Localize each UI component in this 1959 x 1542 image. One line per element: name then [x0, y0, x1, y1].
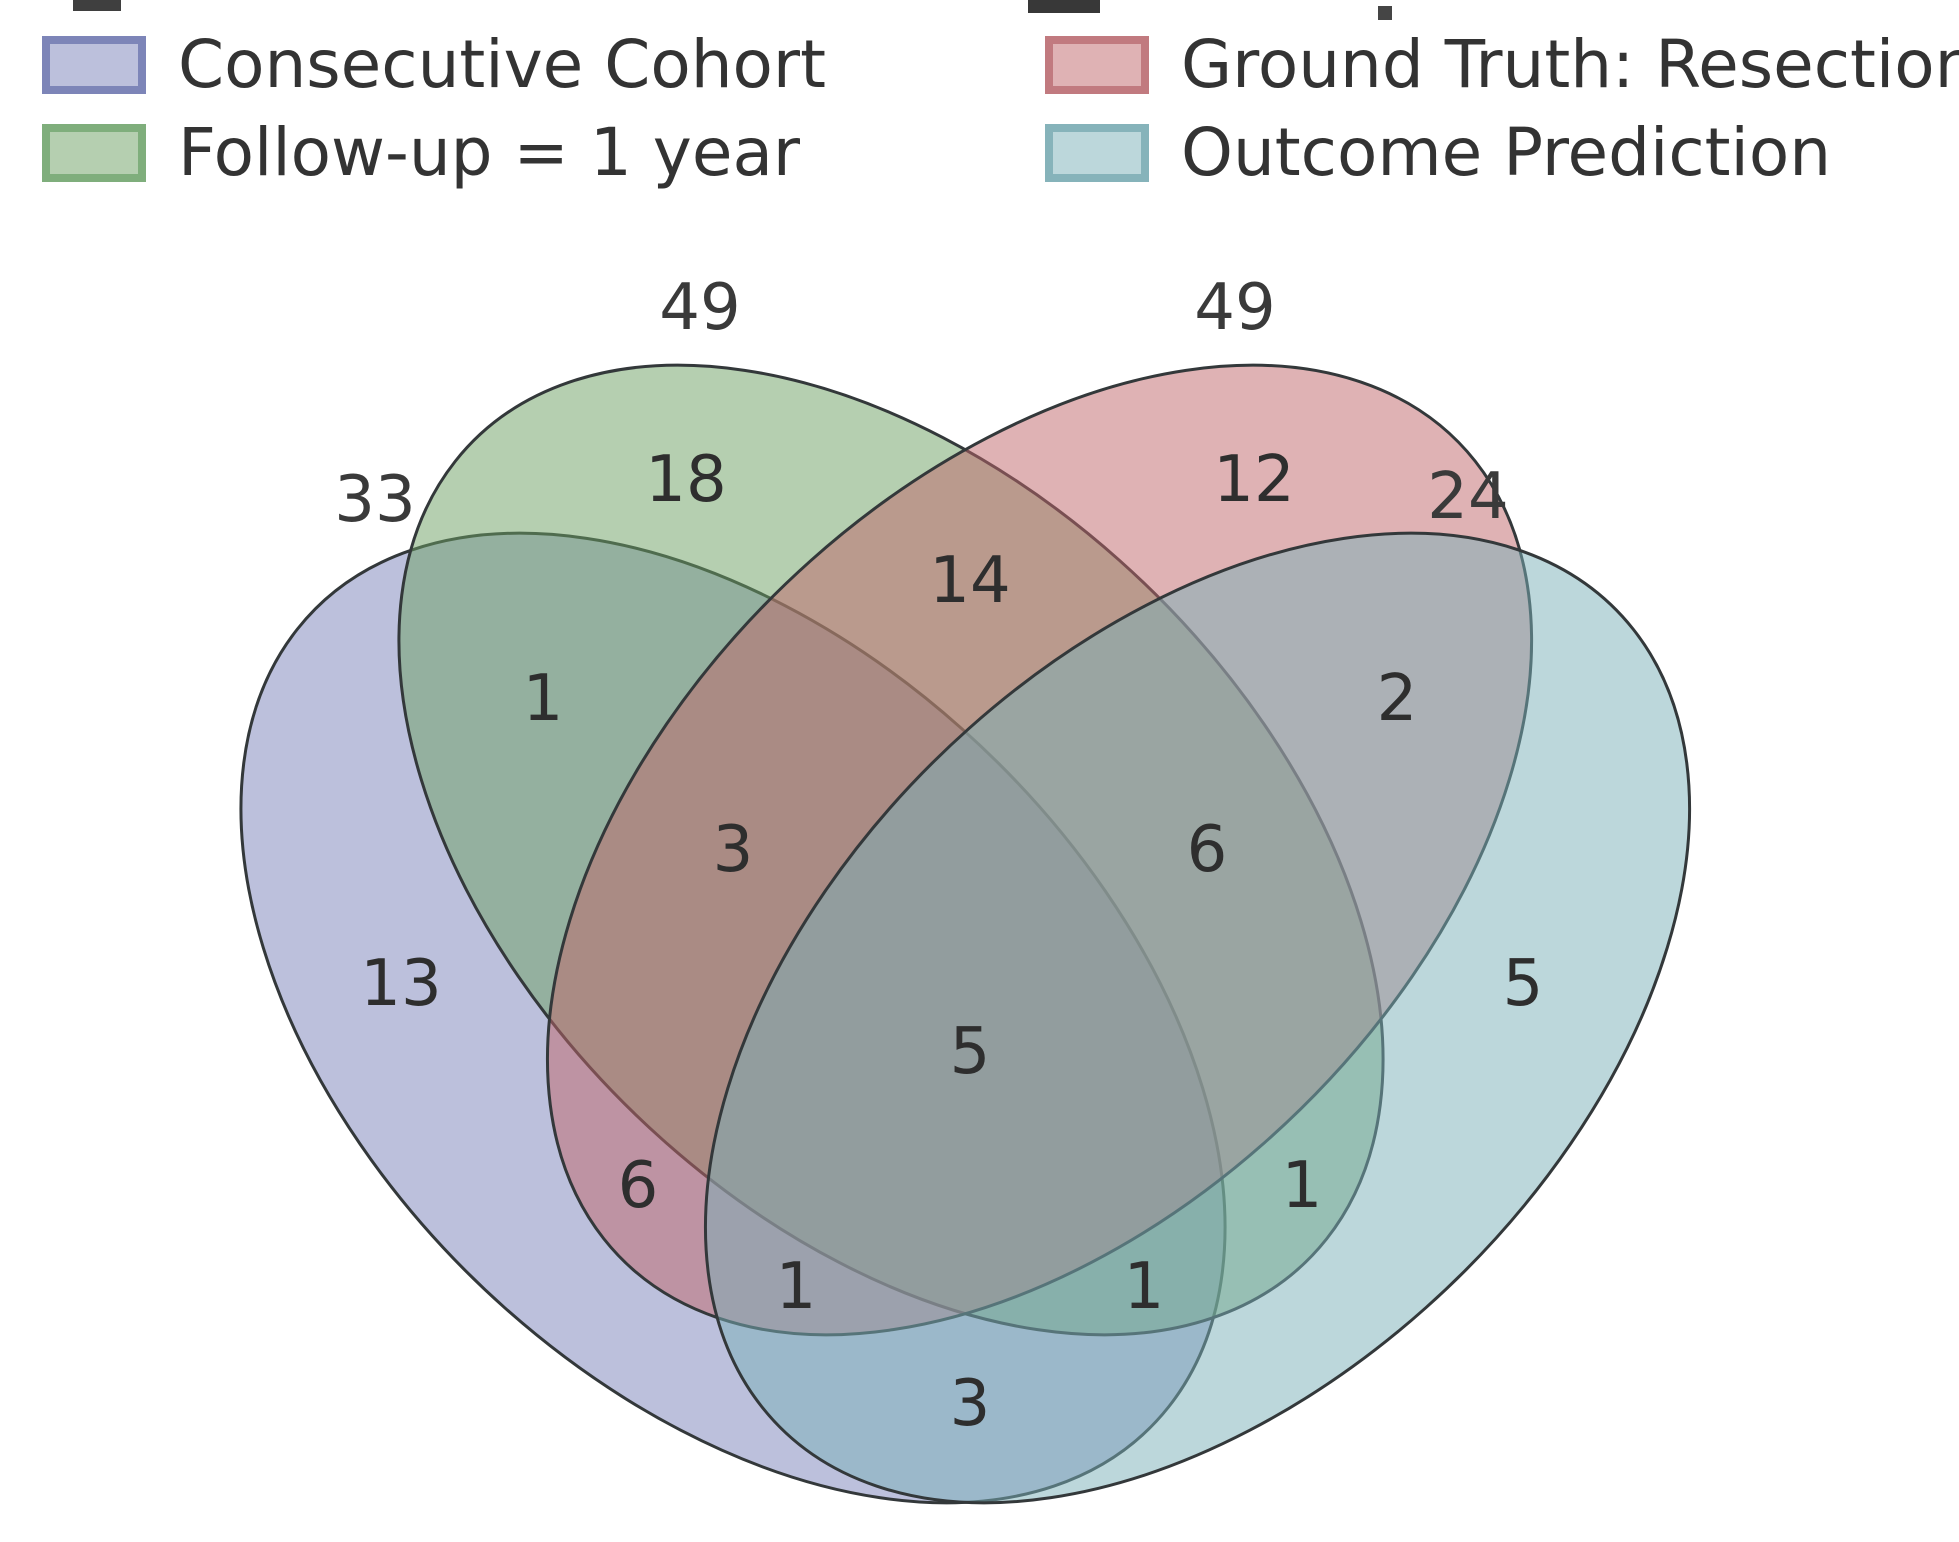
- legend-swatch-green: [42, 124, 146, 182]
- region-count-AB: 1: [523, 662, 564, 736]
- set-total-outcome-prediction: 24: [1427, 460, 1508, 534]
- set-total-follow-up: 49: [659, 271, 740, 345]
- region-count-AC: 6: [618, 1149, 659, 1223]
- legend-label: Consecutive Cohort: [178, 26, 826, 103]
- ellipse-outcome-prediction: [533, 340, 1861, 1542]
- region-count-BC: 14: [929, 544, 1010, 618]
- region-count-ABC: 3: [713, 813, 754, 887]
- region-count-AD: 3: [950, 1367, 991, 1441]
- crop-artifact: [1028, 0, 1100, 13]
- crop-artifact: [1378, 6, 1392, 20]
- legend-swatch-red: [1045, 36, 1149, 94]
- region-count-ABCD: 5: [950, 1015, 991, 1089]
- venn-ellipses: [69, 172, 1862, 1542]
- region-count-B: 18: [645, 443, 726, 517]
- legend-swatch-blue: [42, 36, 146, 94]
- legend-item-outcome-prediction: Outcome Prediction: [1045, 120, 1831, 186]
- legend-label: Outcome Prediction: [1181, 114, 1832, 191]
- set-total-ground-truth-resection: 49: [1194, 271, 1275, 345]
- region-count-ACD: 1: [776, 1250, 817, 1324]
- legend-item-consecutive-cohort: Consecutive Cohort: [42, 32, 826, 98]
- set-total-consecutive-cohort: 33: [334, 463, 415, 537]
- region-count-BCD: 6: [1187, 813, 1228, 887]
- legend-swatch-teal: [1045, 124, 1149, 182]
- legend-item-follow-up: Follow-up = 1 year: [42, 120, 800, 186]
- crop-artifact: [73, 0, 121, 11]
- region-count-A: 13: [360, 947, 441, 1021]
- legend-label: Ground Truth: Resection: [1181, 26, 1959, 103]
- region-count-ABD: 1: [1124, 1250, 1165, 1324]
- region-count-BD: 1: [1282, 1149, 1323, 1223]
- legend-label: Follow-up = 1 year: [178, 114, 801, 191]
- legend-item-ground-truth-resection: Ground Truth: Resection: [1045, 32, 1959, 98]
- region-count-C: 12: [1213, 443, 1294, 517]
- region-count-D: 5: [1503, 947, 1544, 1021]
- region-count-CD: 2: [1377, 662, 1418, 736]
